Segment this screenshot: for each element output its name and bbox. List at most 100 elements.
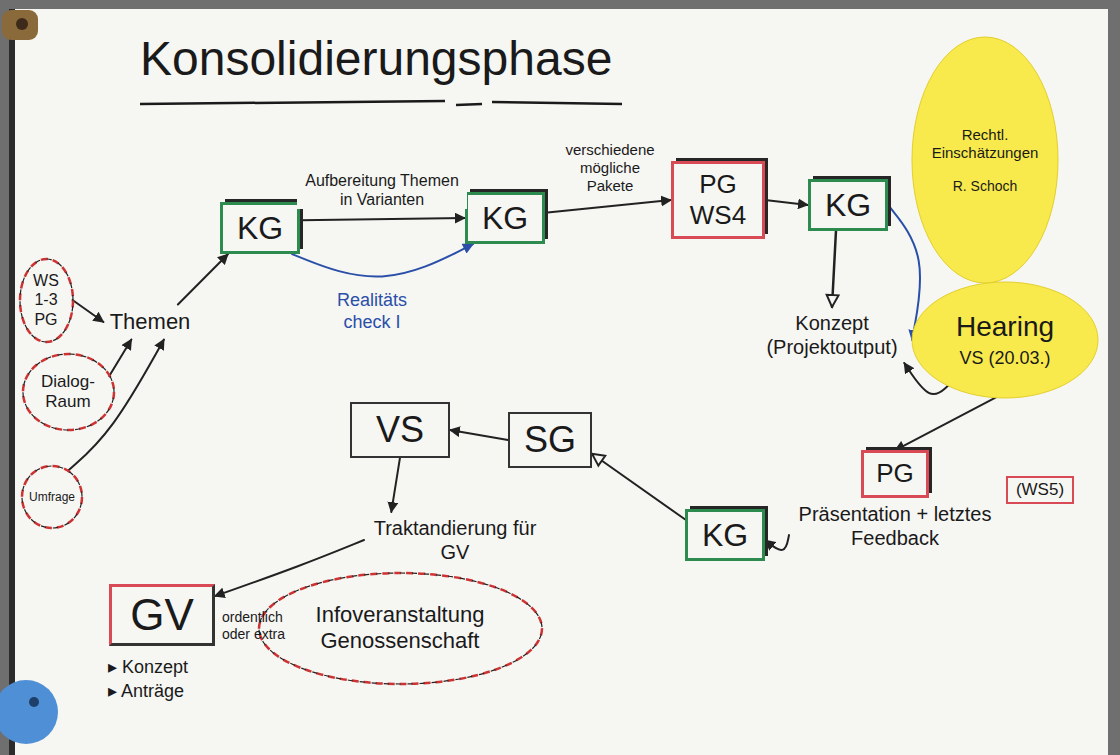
flow-arrow	[765, 535, 789, 550]
flow-arrow	[300, 218, 465, 220]
toy-figure	[2, 10, 38, 40]
node-frame: KG	[685, 509, 765, 561]
node-frame: PG WS4	[671, 161, 765, 239]
node-text: Themen	[110, 309, 191, 335]
node-frame: GV	[109, 584, 215, 647]
node-text: Dialog-Raum	[36, 372, 100, 413]
node-text: SG	[524, 418, 576, 461]
node-text: R. Schoch	[953, 178, 1018, 195]
flow-arrow	[109, 340, 131, 377]
paper-sheet	[14, 9, 1108, 755]
title-underline	[492, 102, 622, 104]
blue-ball	[0, 680, 58, 744]
source-circle: WS 1-3 PG	[18, 257, 75, 344]
node-text: Traktandierung für GV	[370, 516, 540, 564]
node-frame: Umfrage	[29, 490, 75, 504]
node-text: Rechtl. Einschätzungen	[925, 126, 1045, 162]
source-circle: Dialog-Raum	[21, 352, 116, 432]
node-frame: Rechtl. Einschätzungen R. Schoch	[925, 126, 1045, 195]
dashed-outline	[23, 354, 114, 430]
source-circle: Umfrage	[20, 464, 84, 530]
group-box: KG	[685, 509, 766, 562]
dashed-outline	[20, 259, 73, 342]
node-text: Infoveranstaltung Genossenschaft	[290, 602, 510, 655]
node-frame: KG	[465, 192, 545, 244]
toy-figure	[16, 18, 28, 30]
event-ellipse: Infoveranstaltung Genossenschaft	[257, 571, 544, 686]
node-text: Konzept (Projektoutput)	[752, 311, 912, 359]
note-fill	[912, 37, 1058, 283]
node-text: KG	[482, 199, 528, 237]
node-frame: Konzept (Projektoutput)	[746, 307, 918, 363]
node-text: PG	[876, 458, 914, 489]
node-frame: Hearing VS (20.03.)	[956, 310, 1054, 369]
flow-arrow	[450, 430, 508, 440]
edge-label: Realitäts check I	[327, 290, 417, 333]
edge-label: verschiedene mögliche Pakete	[560, 141, 660, 195]
note-ellipse: Hearing VS (20.03.)	[910, 280, 1100, 400]
dashed-outline	[23, 354, 114, 430]
title-underline	[140, 101, 445, 104]
flow-arrow	[832, 231, 836, 307]
node-frame: WS 1-3 PG	[29, 271, 63, 329]
node-text: KG	[702, 516, 748, 554]
dashed-outline	[259, 573, 542, 684]
output-text: Konzept (Projektoutput)	[746, 307, 918, 363]
annotation: ▸ Konzept	[108, 657, 189, 679]
workshop-tag: (WS5)	[1006, 476, 1075, 505]
annotation: ordentlich oder extra	[222, 609, 302, 643]
workshop-box: PG WS4	[671, 161, 765, 240]
dashed-outline	[259, 573, 542, 684]
edge-label: Aufbereitung Themen in Varianten	[297, 171, 467, 209]
node-frame: Infoveranstaltung Genossenschaft	[290, 602, 510, 655]
node-text: Umfrage	[29, 490, 75, 504]
flow-arrow	[215, 540, 364, 596]
flow-arrow	[895, 398, 996, 451]
node-frame: KG	[220, 202, 300, 254]
node-text: VS	[376, 408, 424, 451]
flow-arrow	[888, 205, 920, 340]
body-box: VS	[350, 402, 451, 458]
node-frame: KG	[808, 179, 888, 231]
node-frame: Themen	[104, 305, 197, 339]
board-edge	[9, 9, 15, 755]
node-frame: VS	[350, 402, 450, 457]
node-text: Hearing	[956, 310, 1054, 344]
flow-arrow	[765, 200, 808, 205]
group-box: KG	[465, 192, 546, 245]
annotation: ▸ Anträge	[108, 681, 185, 703]
title-underline	[456, 104, 482, 105]
group-box: KG	[220, 202, 301, 255]
flow-arrow	[592, 454, 685, 519]
node-frame: PG	[861, 450, 929, 497]
node-text: WS 1-3 PG	[29, 271, 63, 329]
flow-arrow	[545, 200, 671, 213]
group-box: KG	[808, 179, 889, 232]
note-fill	[912, 282, 1098, 398]
note-ellipse: Rechtl. Einschätzungen R. Schoch	[910, 35, 1060, 285]
workshop-box: PG Präsentation + letztes Feedback	[795, 450, 995, 550]
node-frame: Traktandierung für GV	[364, 512, 546, 568]
diagram-title: Konsolidierungsphase	[140, 30, 612, 88]
node-frame: (WS5)	[1006, 476, 1074, 504]
flow-arrow	[73, 300, 104, 322]
node-frame: SG	[508, 412, 592, 467]
step-text: Traktandierung für GV	[364, 512, 546, 568]
node-frame: Dialog-Raum	[36, 372, 100, 413]
flow-arrow	[391, 458, 400, 512]
body-box: SG	[508, 412, 593, 468]
dashed-outline	[22, 466, 82, 528]
dashed-outline	[20, 259, 73, 342]
node-text: PG WS4	[686, 169, 750, 231]
node-text: Präsentation + letztes Feedback	[795, 502, 995, 550]
flow-arrow	[178, 254, 228, 304]
blue-ball	[29, 697, 39, 707]
node-text: VS (20.03.)	[959, 348, 1050, 370]
topic-text: Themen	[104, 305, 197, 340]
dashed-outline	[22, 466, 82, 528]
node-text: KG	[237, 209, 283, 247]
node-text: (WS5)	[1016, 480, 1064, 500]
